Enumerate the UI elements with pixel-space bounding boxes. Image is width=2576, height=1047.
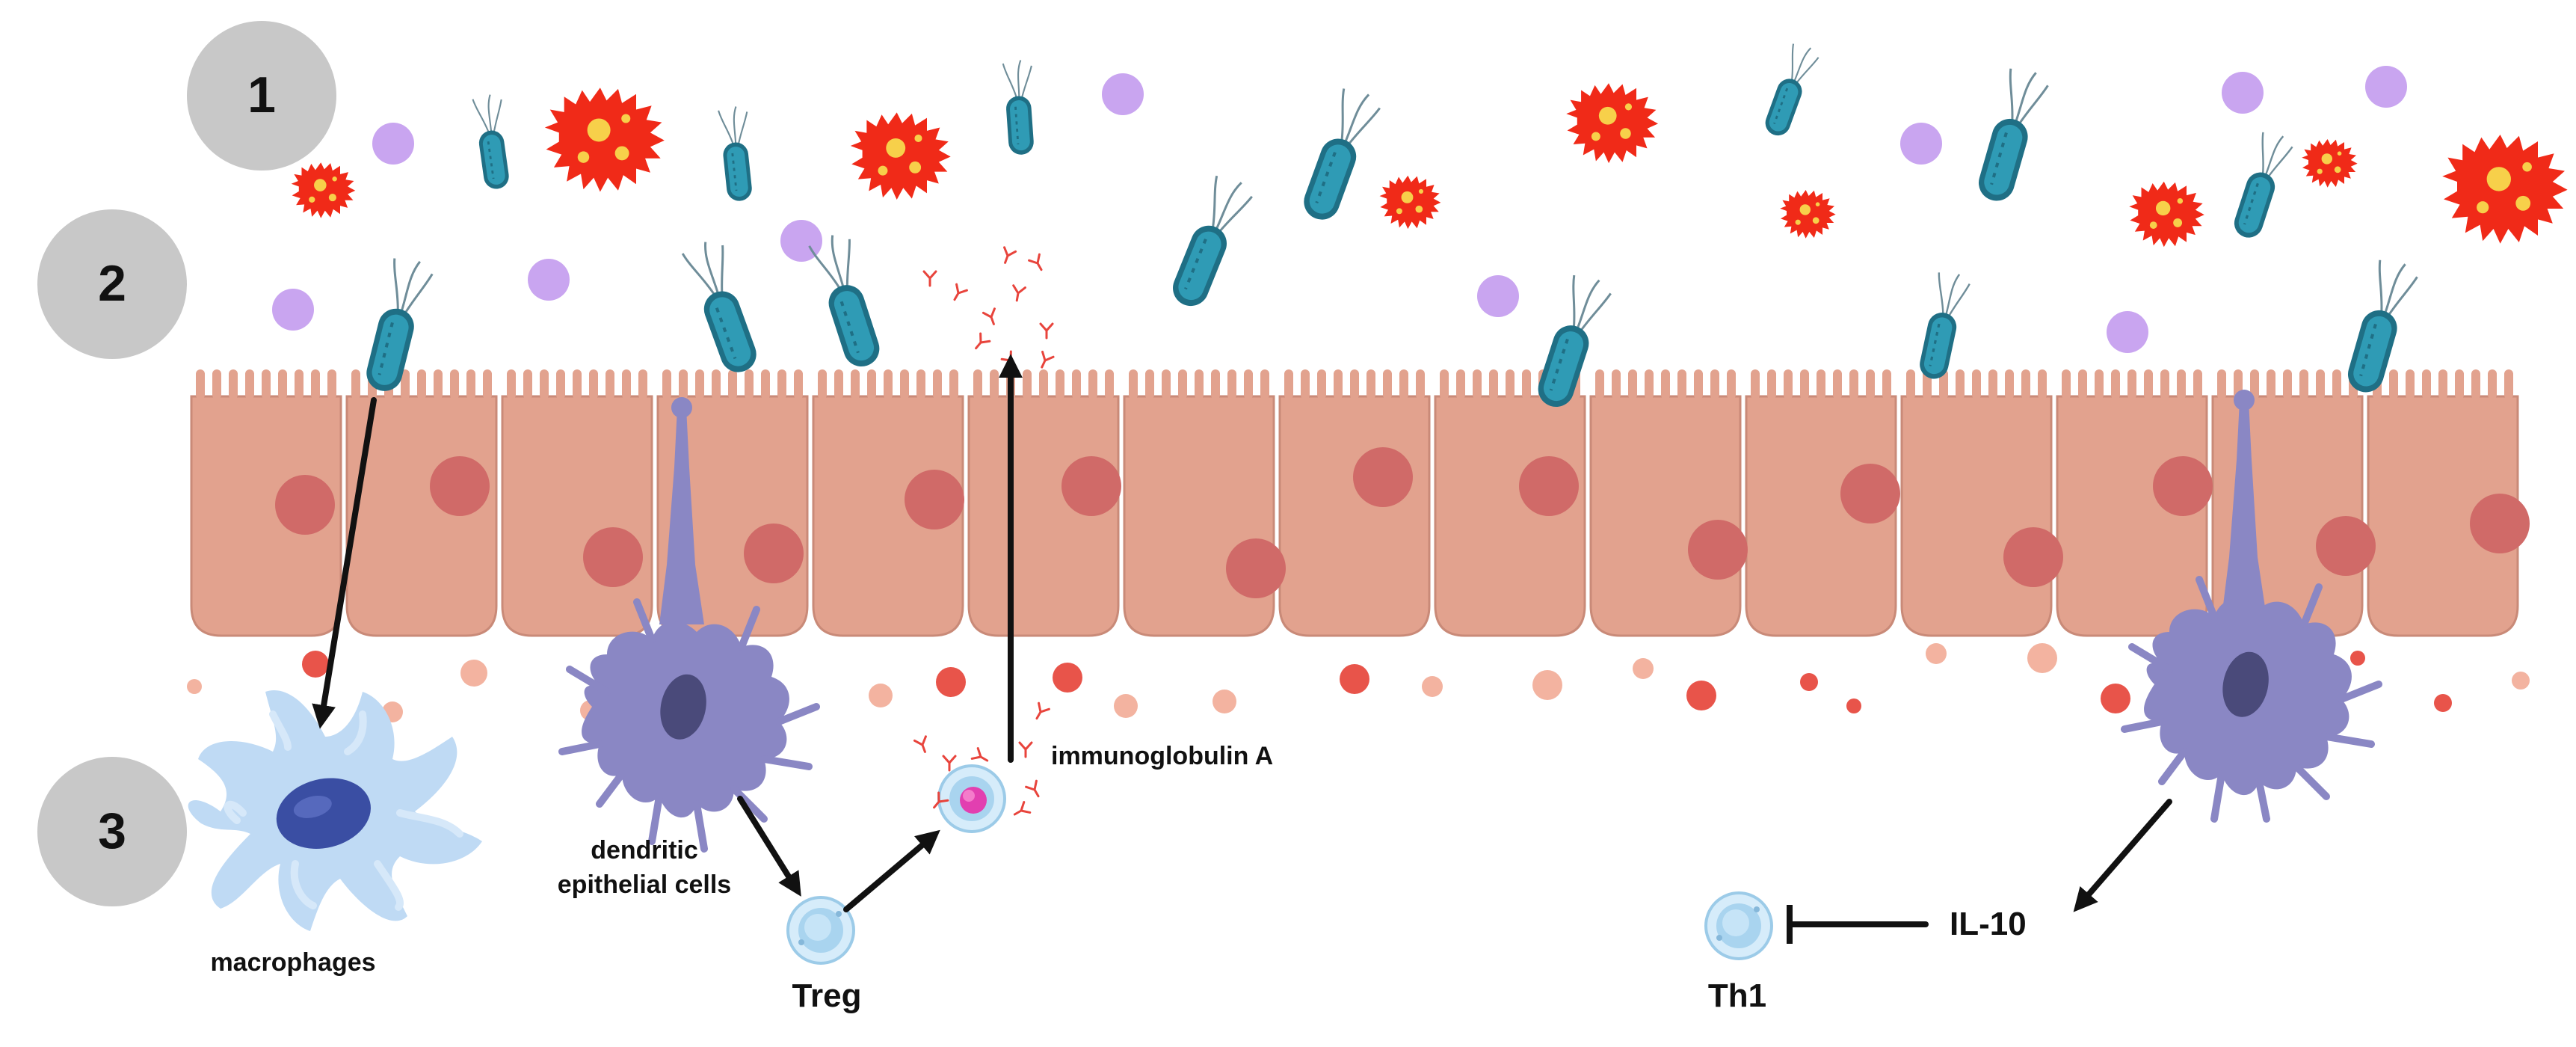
th1-cell <box>1704 891 1773 960</box>
cell-nucleus <box>1226 538 1286 598</box>
cell-nucleus <box>1061 456 1121 516</box>
vesicle <box>272 289 314 331</box>
pathogen <box>1566 83 1659 164</box>
epithelial-cell <box>1123 395 1275 637</box>
epithelial-cell <box>1589 395 1742 637</box>
svg-text:2: 2 <box>98 255 126 312</box>
arrows <box>312 354 2172 944</box>
label-macrophages: macrophages <box>210 948 375 977</box>
epithelial-cell <box>812 395 964 637</box>
cell-nucleus <box>583 527 643 587</box>
pathogen <box>1379 175 1441 230</box>
label-dendritic-line2: epithelial cells <box>558 871 731 899</box>
label-dendritic-line1: dendritic <box>591 836 698 865</box>
vesicle <box>1102 73 1144 115</box>
commensal-bacterium <box>1760 40 1822 141</box>
cell-nucleus <box>1840 464 1900 524</box>
cell-nucleus <box>2153 456 2213 516</box>
commensal-bacterium <box>2229 129 2296 244</box>
cell-nucleus <box>430 456 490 516</box>
label-th1: Th1 <box>1708 977 1766 1014</box>
commensal-bacterium <box>471 92 515 192</box>
epithelial-cell <box>2367 395 2519 637</box>
epithelial-cell <box>1900 395 2053 637</box>
cell-nucleus <box>744 524 804 583</box>
cell-nucleus <box>275 475 335 535</box>
label-immunoglobulin-a: immunoglobulin A <box>1051 742 1273 770</box>
pathogen <box>850 112 951 200</box>
vesicle <box>2365 66 2407 108</box>
pathogen <box>544 87 665 192</box>
pathogen <box>2302 139 2358 188</box>
label-il10: IL-10 <box>1950 906 2027 942</box>
commensal-bacterium <box>1165 171 1257 315</box>
cell-nucleus <box>2316 516 2376 576</box>
dendritic-cell-right <box>2121 390 2382 823</box>
pathogen <box>2442 135 2568 244</box>
epithelial-cell <box>2056 395 2208 637</box>
cell-nucleus <box>2003 527 2063 587</box>
treg-cell <box>786 896 855 965</box>
step-marker-3: 3 <box>37 757 187 906</box>
dendritic-cell-left <box>558 397 820 853</box>
svg-text:3: 3 <box>98 802 126 859</box>
pathogen <box>291 162 356 218</box>
cell-nucleus <box>2470 494 2530 553</box>
pathogen <box>2129 181 2204 248</box>
pathogen <box>1780 190 1836 239</box>
cell-nucleus <box>1688 520 1748 580</box>
vesicle <box>2222 72 2264 114</box>
commensal-bacterium <box>1297 84 1384 228</box>
cell-nucleus <box>1519 456 1579 516</box>
epithelial-cell <box>1278 395 1431 637</box>
step-marker-1: 1 <box>187 21 336 171</box>
vesicle <box>372 123 414 165</box>
vesicle <box>1477 275 1519 317</box>
epithelial-cell <box>1745 395 1897 637</box>
epithelial-cell <box>1434 395 1586 637</box>
cell-nucleus <box>905 470 964 529</box>
commensal-bacterium <box>1915 268 1973 384</box>
arrow-dendritic-to-treg <box>737 796 801 897</box>
epithelial-cell <box>967 395 1120 637</box>
vesicle <box>2107 311 2148 353</box>
vesicle <box>528 259 570 301</box>
commensal-bacterium <box>680 235 768 379</box>
vesicle <box>1900 123 1942 165</box>
secreted-antibodies-lumen <box>922 246 1055 372</box>
commensal-bacterium <box>1973 64 2052 208</box>
arrow-bacterium-to-macrophage <box>312 397 377 729</box>
arrow-dendritic-to-il10 <box>2073 799 2172 912</box>
step-marker-2: 2 <box>37 209 187 359</box>
commensal-bacterium <box>807 229 890 373</box>
macrophage <box>188 690 482 931</box>
cell-nucleus <box>1353 447 1413 507</box>
epithelium <box>179 369 2530 639</box>
arrow-treg-to-plasma-cell <box>843 829 940 912</box>
svg-text:1: 1 <box>247 67 276 123</box>
epithelial-cell <box>501 395 653 637</box>
lumen-microbes <box>272 40 2568 415</box>
commensal-bacterium <box>717 104 757 203</box>
plasma-cell <box>937 764 1006 833</box>
label-treg: Treg <box>792 977 862 1014</box>
epithelial-cell <box>345 395 498 637</box>
commensal-bacterium <box>1002 58 1039 157</box>
